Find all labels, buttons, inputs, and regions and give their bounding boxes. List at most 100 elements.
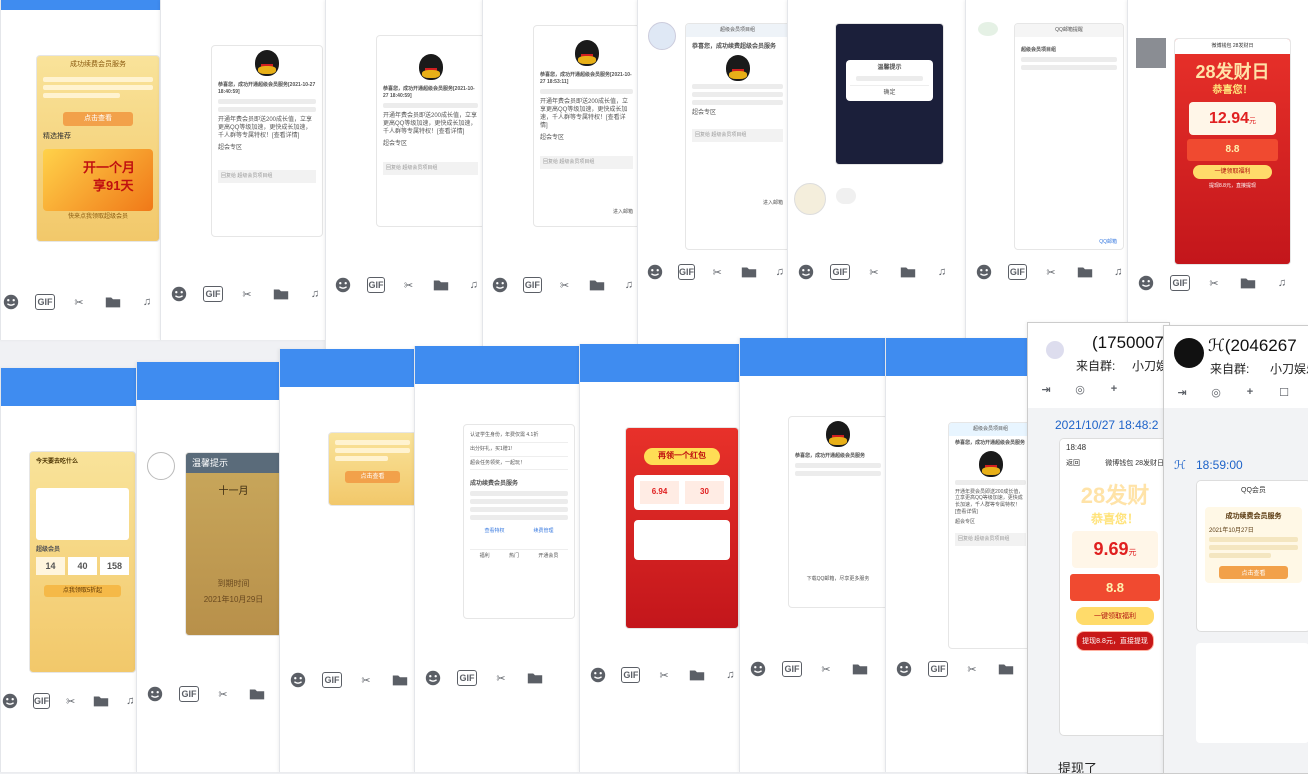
emoji-icon[interactable] — [894, 659, 914, 679]
screenshot-member-card-b[interactable]: 点击查看 — [328, 432, 415, 506]
incognito-icon[interactable]: ◎ — [1075, 383, 1085, 396]
reply-field[interactable]: 回复给 超级会员项目组 — [383, 161, 478, 175]
gif-icon[interactable]: GIF — [782, 661, 802, 677]
scissors-icon[interactable]: ✂ — [712, 266, 722, 279]
folder-icon[interactable] — [1238, 273, 1258, 293]
screenshot-qq-notice-c[interactable]: 恭喜您，成功开通超级会员服务[2021-10-27 18:53:11] 开通年费… — [533, 25, 638, 227]
music-icon[interactable]: ♫ — [726, 669, 735, 681]
folder-icon[interactable] — [688, 665, 707, 685]
music-icon[interactable]: ♫ — [1277, 277, 1287, 289]
scissors-icon[interactable]: ✂ — [821, 663, 831, 676]
view-button[interactable]: 点击查看 — [63, 112, 133, 126]
scissors-icon[interactable]: ✂ — [559, 279, 570, 292]
price-2[interactable]: 40 — [68, 557, 97, 576]
folder-icon[interactable] — [432, 275, 451, 295]
music-icon[interactable]: ♫ — [126, 695, 135, 707]
scissors-icon[interactable]: ✂ — [869, 266, 879, 279]
scissors-icon[interactable]: ✂ — [967, 663, 977, 676]
gif-icon[interactable]: GIF — [179, 686, 199, 702]
emoji-icon[interactable] — [169, 284, 189, 304]
scissors-icon[interactable]: ✂ — [1046, 266, 1056, 279]
withdraw-link[interactable]: 提现8.8元，直接提现 — [1209, 182, 1256, 189]
emoji-icon[interactable] — [974, 262, 994, 282]
download-footer[interactable]: 下载QQ邮箱，尽享更多服务 — [806, 575, 870, 582]
enter-mailbox-button[interactable]: 进入邮箱 — [762, 199, 783, 206]
emoji-icon[interactable] — [334, 275, 353, 295]
emoji-icon[interactable] — [796, 262, 816, 282]
emoji-icon[interactable] — [1136, 273, 1156, 293]
screenshot-gold-app[interactable]: 今天要去吃什么 超级会员 14 40 158 点我领取5折起 — [29, 451, 136, 673]
emoji-icon[interactable] — [288, 670, 308, 690]
emoji-icon[interactable] — [1, 691, 19, 711]
gif-icon[interactable]: GIF — [1170, 275, 1190, 291]
claim-button[interactable]: 一键领取福利 — [1193, 164, 1272, 179]
screenshot-qqmail-list[interactable]: QQ邮箱提醒 超级会员项目组 QQ邮箱 — [1014, 23, 1124, 250]
view-privilege-link[interactable]: 查看特权 — [484, 528, 505, 535]
music-icon[interactable]: ♫ — [310, 288, 320, 300]
popup-ok-button[interactable]: 确定 — [850, 85, 929, 97]
price-1[interactable]: 14 — [36, 557, 65, 576]
gif-icon[interactable]: GIF — [366, 277, 386, 293]
scissors-icon[interactable]: ✂ — [361, 674, 371, 687]
screenshot-qq-notice-e[interactable]: 恭喜您，成功开通超级会员服务 下载QQ邮箱，尽享更多服务 — [788, 416, 886, 608]
screenshot-redpacket[interactable]: 再领一个红包 6.94 30 — [625, 427, 739, 629]
add-user-icon[interactable]: + — [1246, 386, 1254, 398]
tab-open-vip[interactable]: 开通会员 — [538, 553, 559, 560]
emoji-icon[interactable] — [145, 684, 165, 704]
music-icon[interactable]: ♫ — [937, 266, 947, 278]
gif-icon[interactable]: GIF — [928, 661, 948, 677]
gif-icon[interactable]: GIF — [457, 670, 477, 686]
music-icon[interactable]: ♫ — [1114, 266, 1123, 278]
screenshot-member-card[interactable]: 成功续费会员服务 点击查看 精选推荐 开一个月 享91天 快来点我领取超级会员 — [36, 55, 160, 242]
folder-icon[interactable] — [525, 668, 545, 688]
screenshot-wallet-b[interactable]: 18:48 返回 微博钱包 28发财日 28发财 恭喜您！ 9.69元 8.8 … — [1059, 438, 1169, 736]
emoji-icon[interactable] — [1, 292, 21, 312]
share-icon[interactable]: ⇥ — [1177, 386, 1187, 399]
folder-icon[interactable] — [247, 684, 267, 704]
emoji-icon[interactable] — [646, 262, 664, 282]
view-button[interactable]: 点击查看 — [345, 471, 400, 484]
reply-field[interactable]: 回复给 超级会员项目组 — [540, 155, 633, 169]
tab-hot[interactable]: 热门 — [508, 553, 519, 560]
folder-icon[interactable] — [271, 284, 291, 304]
emoji-icon[interactable] — [748, 659, 768, 679]
scissors-icon[interactable]: ✂ — [659, 669, 669, 682]
list-item[interactable]: 超级会员项目组 — [1021, 46, 1057, 53]
tab-welfare[interactable]: 福利 — [479, 553, 490, 560]
folder-icon[interactable] — [103, 292, 123, 312]
claim-discount-button[interactable]: 点我领取5折起 — [44, 585, 121, 598]
scissors-icon[interactable]: ✂ — [74, 296, 84, 309]
folder-icon[interactable] — [996, 659, 1016, 679]
scissors-icon[interactable]: ✂ — [218, 688, 228, 701]
view-button[interactable]: 点击查看 — [1219, 566, 1288, 579]
gif-icon[interactable]: GIF — [678, 264, 695, 280]
gif-icon[interactable]: GIF — [322, 672, 342, 688]
gif-icon[interactable]: GIF — [203, 286, 223, 302]
scissors-icon[interactable]: ✂ — [1209, 277, 1219, 290]
add-user-icon[interactable]: + — [1110, 383, 1118, 395]
price-3[interactable]: 158 — [100, 557, 129, 576]
incognito-icon[interactable]: ◎ — [1211, 386, 1221, 399]
share-icon[interactable]: ⇥ — [1041, 383, 1051, 396]
list-row[interactable]: 认证学生身份，年费仅需 4.1折 — [470, 429, 568, 443]
folder-icon[interactable] — [850, 659, 870, 679]
gif-icon[interactable]: GIF — [830, 264, 850, 280]
gif-icon[interactable]: GIF — [33, 693, 50, 709]
renew-manage-link[interactable]: 续费管理 — [533, 528, 554, 535]
screenshot-mobile-list[interactable]: 认证学生身份，年费仅需 4.1折 出分好礼，买1赠1! 超会任务领奖，一起玩！ … — [463, 424, 575, 619]
folder-icon[interactable] — [740, 262, 758, 282]
folder-icon[interactable] — [1075, 262, 1095, 282]
folder-icon[interactable] — [898, 262, 918, 282]
music-icon[interactable]: ♫ — [624, 279, 634, 291]
enter-mailbox-button[interactable]: 进入邮箱 — [612, 208, 633, 215]
gif-icon[interactable]: GIF — [35, 294, 55, 310]
music-icon[interactable]: ♫ — [142, 296, 152, 308]
emoji-icon[interactable] — [423, 668, 443, 688]
scissors-icon[interactable]: ✂ — [66, 695, 76, 708]
folder-icon[interactable] — [390, 670, 410, 690]
list-row[interactable]: 出分好礼，买1赠1! — [470, 443, 568, 457]
emoji-icon[interactable] — [491, 275, 509, 295]
list-row[interactable]: 超会任务领奖，一起玩！ — [470, 457, 568, 471]
scissors-icon[interactable]: ✂ — [242, 288, 252, 301]
claim-button[interactable]: 一键领取福利 — [1076, 607, 1154, 625]
